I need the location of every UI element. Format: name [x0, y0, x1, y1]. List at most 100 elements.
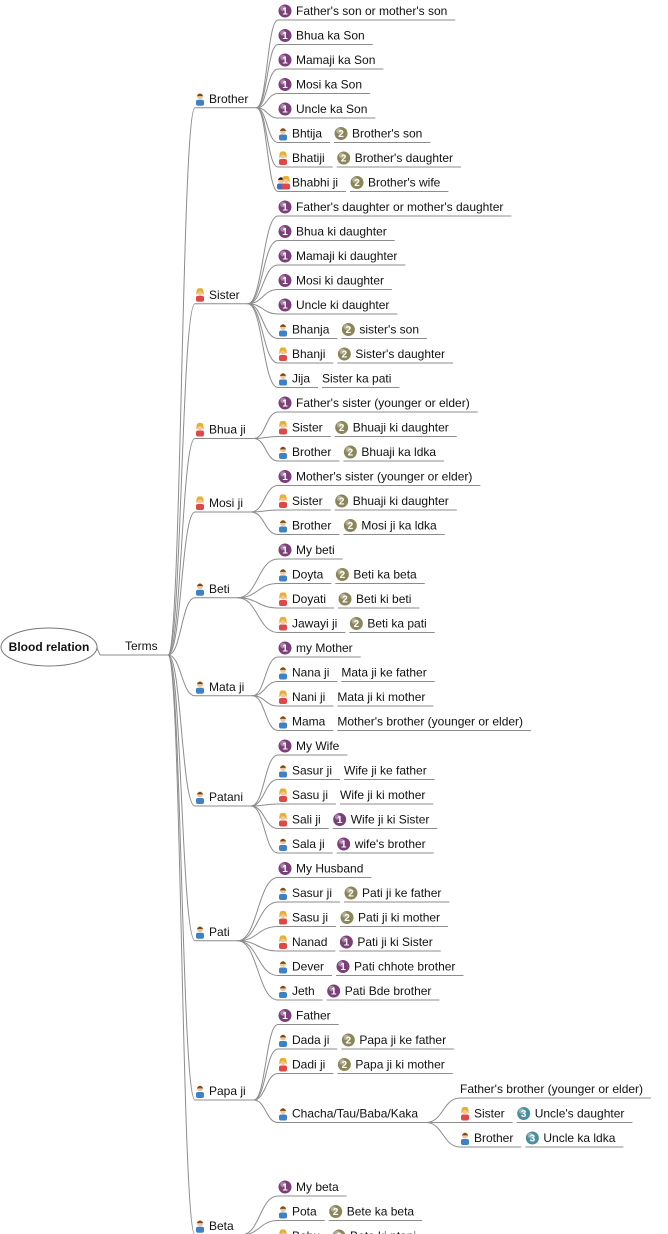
child-nanad[interactable]: Nanad [278, 935, 336, 952]
child-bhanja[interactable]: Bhanja [278, 323, 338, 339]
child-nani-ji[interactable]: Nani ji [278, 690, 334, 707]
child-sasur-ji[interactable]: Sasur ji [278, 764, 341, 780]
topic-sister[interactable]: Sister [195, 288, 248, 305]
grandchild-sister[interactable]: Sister [460, 1107, 513, 1123]
grandchild-brother[interactable]: Brother [460, 1131, 522, 1148]
child-jeth[interactable]: Jeth [278, 984, 323, 1001]
topic-patani[interactable]: Patani [195, 790, 252, 807]
child-bahu[interactable]: Bahu [278, 1229, 328, 1234]
child-jawayi-ji[interactable]: Jawayi ji [278, 616, 346, 633]
detail-mata-ji-ke-father[interactable]: Mata ji ke father [341, 666, 435, 682]
child-label: Bhanji [292, 347, 325, 361]
topic-bhua-ji[interactable]: Bhua ji [195, 423, 254, 439]
child-bhanji[interactable]: Bhanji [278, 347, 334, 364]
child-brother[interactable]: Brother [278, 519, 340, 535]
child-chacha-tau-baba-kaka[interactable]: Chacha/Tau/Baba/Kaka [278, 1107, 427, 1123]
child-sasur-ji[interactable]: Sasur ji [278, 886, 341, 903]
detail-wife-ji-ki-mother[interactable]: Wife ji ki mother [340, 788, 434, 805]
child-pota[interactable]: Pota [278, 1205, 325, 1221]
topic-pati[interactable]: Pati [195, 925, 238, 942]
child-bhabhi-ji[interactable]: Bhabhi ji [277, 176, 347, 192]
priority-2-icon: 2 [340, 1032, 356, 1048]
child-bhtija[interactable]: Bhtija [278, 127, 331, 143]
child-doyta[interactable]: Doyta [278, 568, 332, 584]
detail-wife-ji-ke-father[interactable]: Wife ji ke father [344, 764, 435, 780]
root-node[interactable]: Blood relation [0, 627, 98, 667]
hub-node[interactable]: Terms [125, 639, 158, 653]
child-dadi-ji[interactable]: Dadi ji [278, 1058, 334, 1074]
child-nana-ji[interactable]: Nana ji [278, 666, 338, 682]
detail-sister-ka-pati[interactable]: Sister ka pati [322, 372, 400, 388]
child-brother[interactable]: Brother [278, 445, 340, 462]
child-sali-ji[interactable]: Sali ji [278, 813, 329, 829]
child-doyati[interactable]: Doyati [278, 592, 335, 609]
female-person-icon [279, 616, 287, 631]
child-sister[interactable]: Sister [278, 421, 331, 437]
topic-mata-ji[interactable]: Mata ji [195, 680, 253, 697]
priority-1-icon: 1 [277, 77, 293, 92]
child-sister[interactable]: Sister [278, 494, 331, 511]
child-sasu-ji[interactable]: Sasu ji [278, 911, 337, 927]
topic-mosi-ji[interactable]: Mosi ji [195, 496, 252, 513]
child-mama[interactable]: Mama [278, 715, 334, 731]
child-bhatiji[interactable]: Bhatiji [278, 151, 333, 168]
child-sala-ji[interactable]: Sala ji [278, 837, 333, 854]
detail-mother-s-brother-younger-or-elder[interactable]: Mother's brother (younger or elder) [337, 715, 532, 731]
child-dever[interactable]: Dever [278, 960, 333, 976]
priority-2-icon: 2 [343, 885, 359, 901]
topic-beta[interactable]: Beta [195, 1219, 242, 1234]
grandchild-father-s-brother-younger-or-elder[interactable]: Father's brother (younger or elder) [460, 1082, 652, 1099]
priority-1-icon: 1 [277, 248, 293, 264]
child-dada-ji[interactable]: Dada ji [278, 1033, 338, 1050]
topic-brother[interactable]: Brother [195, 92, 257, 109]
child-sasu-ji[interactable]: Sasu ji [278, 788, 337, 805]
detail-mata-ji-ki-mother[interactable]: Mata ji ki mother [337, 690, 434, 707]
topic-beti[interactable]: Beti [195, 582, 238, 599]
child-jija[interactable]: Jija [278, 372, 319, 388]
topic-papa-ji[interactable]: Papa ji [195, 1084, 254, 1101]
